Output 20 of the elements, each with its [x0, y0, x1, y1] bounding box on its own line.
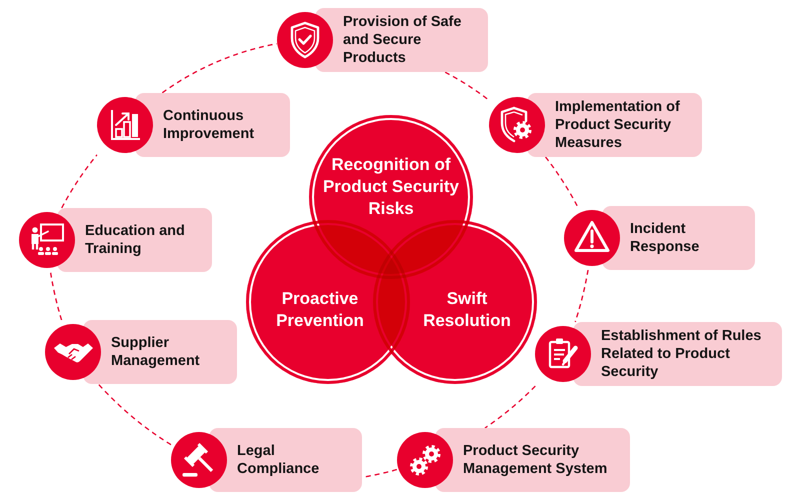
- item-label: Product Security Management System: [463, 442, 608, 478]
- dashed-connector: [444, 72, 490, 101]
- dashed-connector: [98, 384, 172, 446]
- item-label: Education and Training: [85, 222, 186, 258]
- item-label: Incident Response: [630, 220, 700, 256]
- dashed-connector: [162, 43, 278, 94]
- item-label: Continuous Improvement: [163, 107, 256, 143]
- item-label: Establishment of Rules Related to Product Security: [601, 327, 762, 381]
- item-label: Legal Compliance: [237, 442, 320, 478]
- dashed-connector: [50, 272, 62, 320]
- circle-label: Swift Resolution: [422, 288, 512, 332]
- circle-label: Proactive Prevention: [275, 288, 365, 332]
- dashed-connector: [484, 386, 536, 429]
- item-label: Implementation of Product Security Measures: [555, 98, 681, 152]
- dashed-connector: [574, 270, 589, 322]
- item-label: Provision of Safe and Secure Products: [343, 13, 462, 67]
- item-label: Supplier Management: [111, 334, 201, 370]
- circle-label: Recognition of Product Security Risks: [322, 154, 460, 220]
- dashed-connector: [545, 156, 578, 206]
- dashed-connector: [61, 154, 98, 208]
